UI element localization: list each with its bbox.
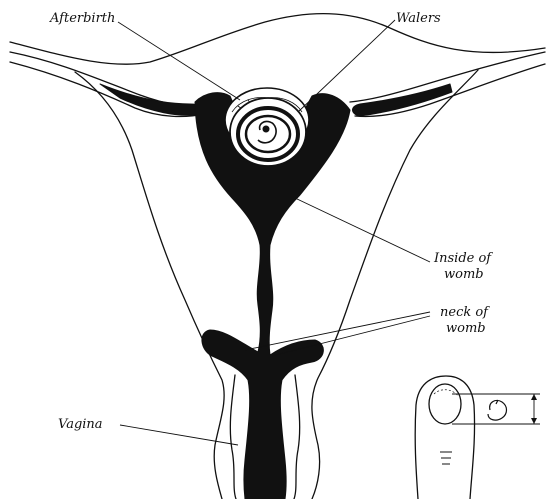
finger-crease [440,452,452,464]
neck-of-womb-leader-line-1 [245,312,430,350]
neck-of-womb-leader-line-2 [272,316,430,356]
right-tube-outline [350,52,545,102]
vagina-wall-right [294,375,300,499]
scale-arrow-bottom [531,418,537,424]
label-waters: Walers [396,11,441,26]
embryo-head [263,126,270,133]
scale-arrow-top [531,394,537,400]
fingertip-scale-inset [415,376,540,499]
inside-of-womb-leader-line [295,198,430,262]
afterbirth-leader-line [118,22,240,100]
label-neck-of-womb-line1: neck of [440,305,490,320]
vagina-leader-line [120,425,238,445]
label-vagina: Vagina [58,417,103,432]
left-tube-outline [10,52,205,106]
waters-leader-line [298,20,395,112]
embryo-actual-size [488,400,507,420]
vagina-wall-left [230,375,236,499]
label-inside-of-womb-line1: Inside of [433,251,493,266]
label-afterbirth: Afterbirth [49,11,115,26]
label-neck-of-womb-line2: womb [446,321,486,336]
label-inside-of-womb-line2: womb [444,267,484,282]
